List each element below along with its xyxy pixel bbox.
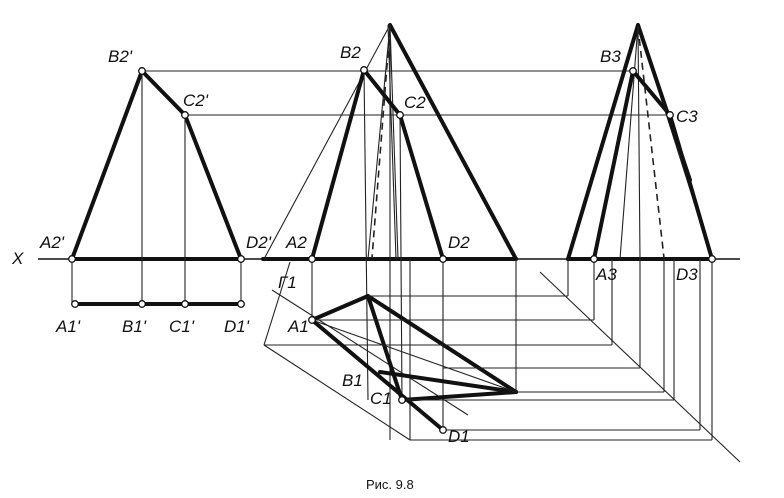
points (68, 66, 716, 434)
label-view1-b2: B2' (108, 47, 133, 66)
label-view2-a1: A1 (287, 317, 309, 336)
view3-side-projection (566, 23, 714, 440)
label-view1-a1: A1' (55, 317, 81, 336)
label-view2-c1: C1 (370, 389, 392, 408)
view1-front-projection (70, 69, 243, 304)
connection-lines (142, 70, 670, 116)
label-view1-c1: C1' (169, 317, 195, 336)
label-view2-b2: B2 (340, 43, 361, 62)
label-view2-c2: C2 (404, 93, 426, 112)
label-view2-b1: B1 (342, 371, 363, 390)
plane-g1 (263, 261, 469, 441)
label-view1-d2: D2' (246, 233, 272, 252)
figure-caption: Рис. 9.8 (366, 477, 414, 492)
label-view1-b1: B1' (122, 317, 147, 336)
view2-top-projection (310, 294, 518, 432)
label-view1-a2: A2' (39, 233, 65, 252)
label-view3-c3: C3 (676, 107, 698, 126)
label-view2-d2: D2 (448, 233, 470, 252)
label-view1-d1: D1' (224, 317, 250, 336)
label-view1-c2: C2' (183, 91, 209, 110)
label-view2-d1: D1 (448, 427, 470, 446)
label-view3-d3: D3 (676, 265, 698, 284)
label-view2-a2: A2 (285, 233, 307, 252)
plane-label: Г1 (278, 273, 297, 292)
axis-label: X (11, 249, 24, 268)
label-view3-b3: B3 (600, 47, 621, 66)
label-view3-a3: A3 (595, 265, 617, 284)
view2-front-projection (263, 23, 518, 440)
